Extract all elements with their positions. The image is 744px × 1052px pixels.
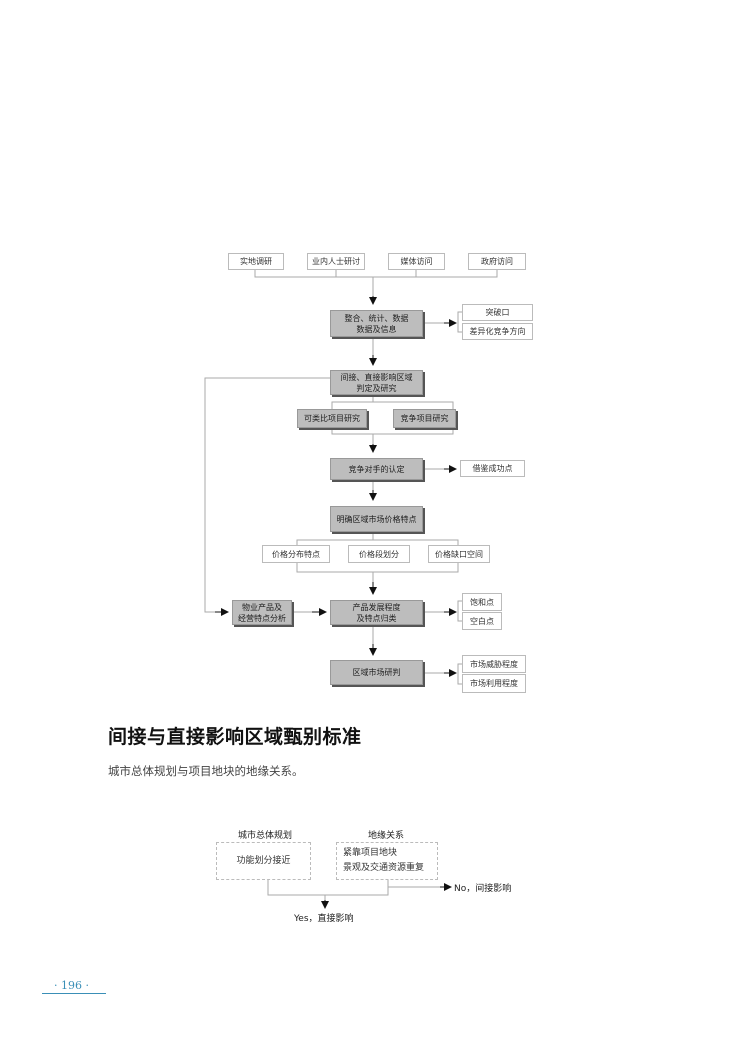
output-label: 市场利用程度 — [470, 679, 518, 688]
output-box: 突破口 — [462, 304, 533, 321]
output-label: 市场威胁程度 — [470, 659, 518, 669]
product-line: 产品发展程度 — [352, 602, 401, 612]
source-label: 实地调研 — [240, 257, 272, 266]
output-box: 借鉴成功点 — [460, 460, 525, 477]
price-branch-box: 价格分布特点 — [262, 545, 330, 563]
integrate-line: 数据及信息 — [356, 324, 397, 334]
branch-box: 可类比项目研究 — [297, 409, 367, 428]
no-label: No，间接影响 — [454, 884, 512, 894]
output-box: 市场威胁程度 — [462, 655, 526, 673]
criteria-col2-box: 紧靠项目地块景观及交通资源重复 — [336, 842, 438, 880]
criteria-col1-label: 城市总体规划 — [238, 831, 293, 841]
source-box: 业内人士研讨 — [307, 253, 365, 270]
criteria-col2-label: 地缘关系 — [368, 831, 405, 841]
output-box: 市场利用程度 — [462, 674, 526, 693]
price-label: 明确区域市场价格特点 — [336, 514, 417, 524]
criteria-item: 功能划分接近 — [236, 855, 291, 866]
branch-label: 可类比项目研究 — [304, 414, 360, 423]
branch-box: 竞争项目研究 — [393, 409, 456, 428]
output-label: 借鉴成功点 — [472, 464, 513, 473]
integrate-line: 整合、统计、数据 — [344, 313, 409, 323]
price-branch-box: 价格缺口空间 — [428, 545, 490, 563]
yes-label: Yes，直接影响 — [294, 914, 354, 924]
judge-label: 区域市场研判 — [352, 668, 401, 677]
price-branch-label: 价格缺口空间 — [435, 549, 483, 559]
price-branch-box: 价格段划分 — [348, 545, 410, 563]
property-box: 物业产品及经营特点分析 — [232, 600, 292, 625]
source-box: 媒体访问 — [388, 253, 445, 270]
output-label: 饱和点 — [470, 597, 494, 607]
criteria-col1-box: 功能划分接近 — [216, 842, 311, 880]
competitor-label: 竞争对手的认定 — [348, 464, 405, 474]
source-label: 政府访问 — [481, 257, 513, 266]
zone-line: 判定及研究 — [356, 383, 397, 393]
page-number: · 196 · — [54, 979, 89, 992]
zone-box: 间接、直接影响区域判定及研究 — [330, 370, 423, 395]
page-number-rule — [42, 993, 106, 994]
price-box: 明确区域市场价格特点 — [330, 506, 423, 532]
output-label: 空白点 — [470, 616, 494, 626]
criteria-item: 紧靠项目地块 — [343, 848, 398, 858]
output-box: 差异化竞争方向 — [462, 323, 533, 340]
source-box: 实地调研 — [228, 253, 284, 270]
competitor-box: 竞争对手的认定 — [330, 458, 423, 480]
price-branch-label: 价格分布特点 — [272, 549, 320, 559]
product-line: 及特点归类 — [356, 613, 397, 623]
source-box: 政府访问 — [468, 253, 526, 270]
branch-label: 竞争项目研究 — [400, 414, 449, 423]
source-label: 媒体访问 — [400, 257, 433, 266]
output-box: 饱和点 — [462, 593, 502, 611]
output-box: 空白点 — [462, 612, 502, 630]
source-label: 业内人士研讨 — [312, 257, 360, 266]
output-label: 突破口 — [485, 308, 510, 317]
output-label: 差异化竞争方向 — [469, 327, 526, 336]
product-box: 产品发展程度及特点归类 — [330, 600, 423, 625]
price-branch-label: 价格段划分 — [359, 549, 399, 559]
integrate-box: 整合、统计、数据数据及信息 — [330, 310, 423, 337]
section-heading: 间接与直接影响区域甄别标准 — [108, 726, 362, 748]
property-line: 物业产品及 — [242, 602, 282, 612]
zone-line: 间接、直接影响区域 — [340, 372, 413, 382]
property-line: 经营特点分析 — [238, 613, 286, 623]
judge-box: 区域市场研判 — [330, 660, 423, 685]
section-paragraph: 城市总体规划与项目地块的地缘关系。 — [108, 764, 304, 778]
criteria-item: 景观及交通资源重复 — [343, 863, 425, 873]
